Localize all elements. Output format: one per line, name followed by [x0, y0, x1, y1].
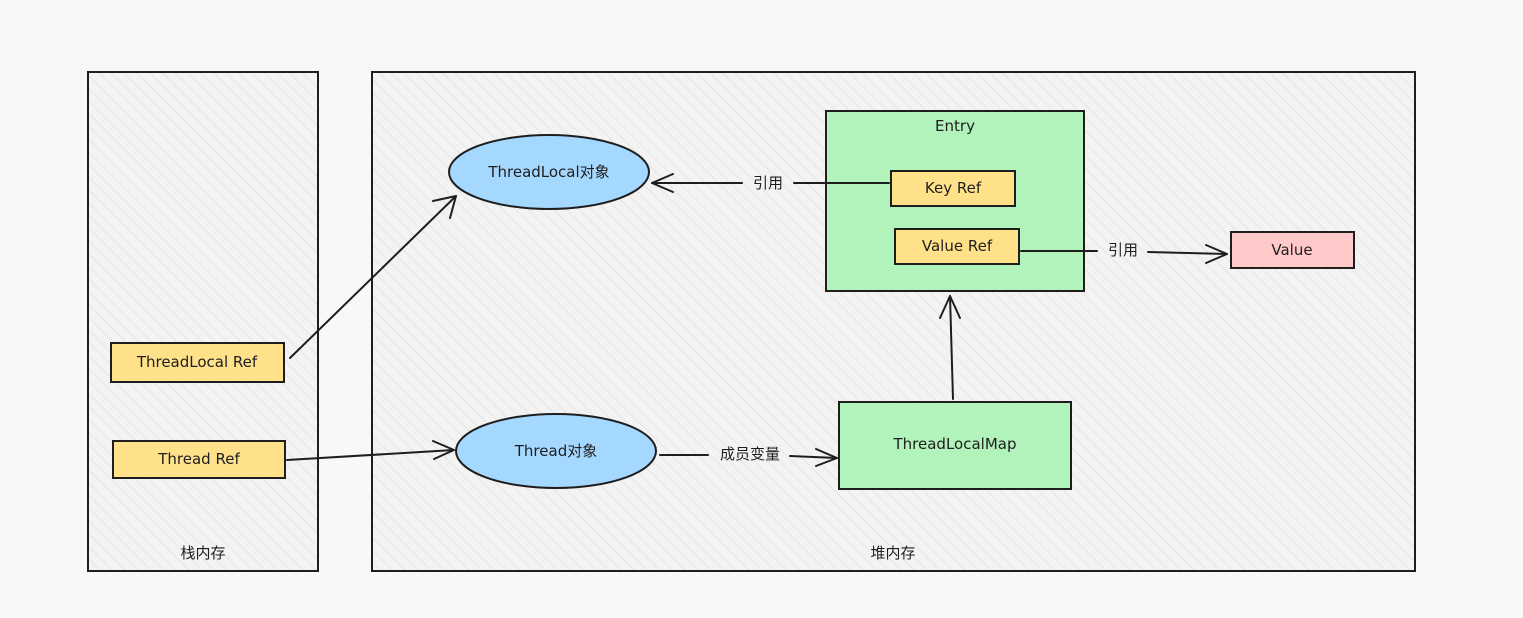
threadlocal-object-node[interactable]: ThreadLocal对象 — [448, 134, 650, 210]
arrowhead-icon — [432, 195, 457, 219]
threadlocalmap-label: ThreadLocalMap — [893, 435, 1017, 453]
entry-title: Entry — [935, 117, 975, 135]
thread-ref-node[interactable]: Thread Ref — [112, 440, 286, 479]
edge-line-right — [789, 455, 838, 459]
arrowhead-icon — [651, 173, 674, 193]
stack-region-label: 栈内存 — [180, 544, 225, 562]
edge-line — [289, 195, 457, 359]
value-label: Value — [1271, 241, 1312, 259]
edge-line — [949, 295, 954, 400]
value-ref-label: Value Ref — [922, 237, 993, 255]
edge-valueref-to-value: 引用 — [1020, 241, 1228, 264]
value-ref-box — [894, 228, 1020, 265]
edge-line-right — [1147, 251, 1228, 255]
edge-threadlocalref-to-object — [289, 195, 457, 359]
edge-thread-to-map: 成员变量 — [659, 445, 838, 467]
threadlocalmap-box — [838, 401, 1072, 490]
edge-line — [286, 449, 455, 461]
threadlocal-object-label: ThreadLocal对象 — [487, 163, 609, 181]
arrowhead-icon — [815, 448, 838, 467]
threadlocal-ref-label: ThreadLocal Ref — [136, 353, 258, 371]
key-ref-node[interactable]: Key Ref — [890, 170, 1016, 207]
edge-label-reference: 引用 — [753, 174, 783, 192]
thread-object-label: Thread对象 — [514, 442, 597, 460]
stack-region: 栈内存 — [87, 71, 319, 572]
heap-region-label: 堆内存 — [870, 544, 915, 562]
value-node[interactable]: Value — [1230, 231, 1355, 269]
entry-node[interactable]: Entry Key Ref Value Ref — [825, 110, 1085, 292]
key-ref-box — [890, 170, 1016, 207]
thread-ref-box — [112, 440, 286, 479]
threadlocal-object-ellipse — [448, 134, 650, 210]
stack-region-box — [87, 71, 319, 572]
arrowhead-icon — [1205, 244, 1228, 264]
edge-label-member-variable: 成员变量 — [720, 445, 780, 463]
edge-label-reference: 引用 — [1108, 241, 1138, 259]
arrowhead-icon — [432, 440, 455, 460]
edge-keyref-to-threadlocal: 引用 — [651, 173, 890, 193]
threadlocalmap-node[interactable]: ThreadLocalMap — [838, 401, 1072, 490]
key-ref-label: Key Ref — [925, 179, 982, 197]
threadlocal-ref-box — [110, 342, 285, 383]
value-box — [1230, 231, 1355, 269]
thread-ref-label: Thread Ref — [157, 450, 240, 468]
edge-map-to-entry — [939, 295, 961, 400]
thread-object-ellipse — [455, 413, 657, 489]
threadlocal-ref-node[interactable]: ThreadLocal Ref — [110, 342, 285, 383]
edge-threadref-to-object — [286, 440, 455, 461]
thread-object-node[interactable]: Thread对象 — [455, 413, 657, 489]
arrowhead-icon — [939, 295, 961, 319]
value-ref-node[interactable]: Value Ref — [894, 228, 1020, 265]
